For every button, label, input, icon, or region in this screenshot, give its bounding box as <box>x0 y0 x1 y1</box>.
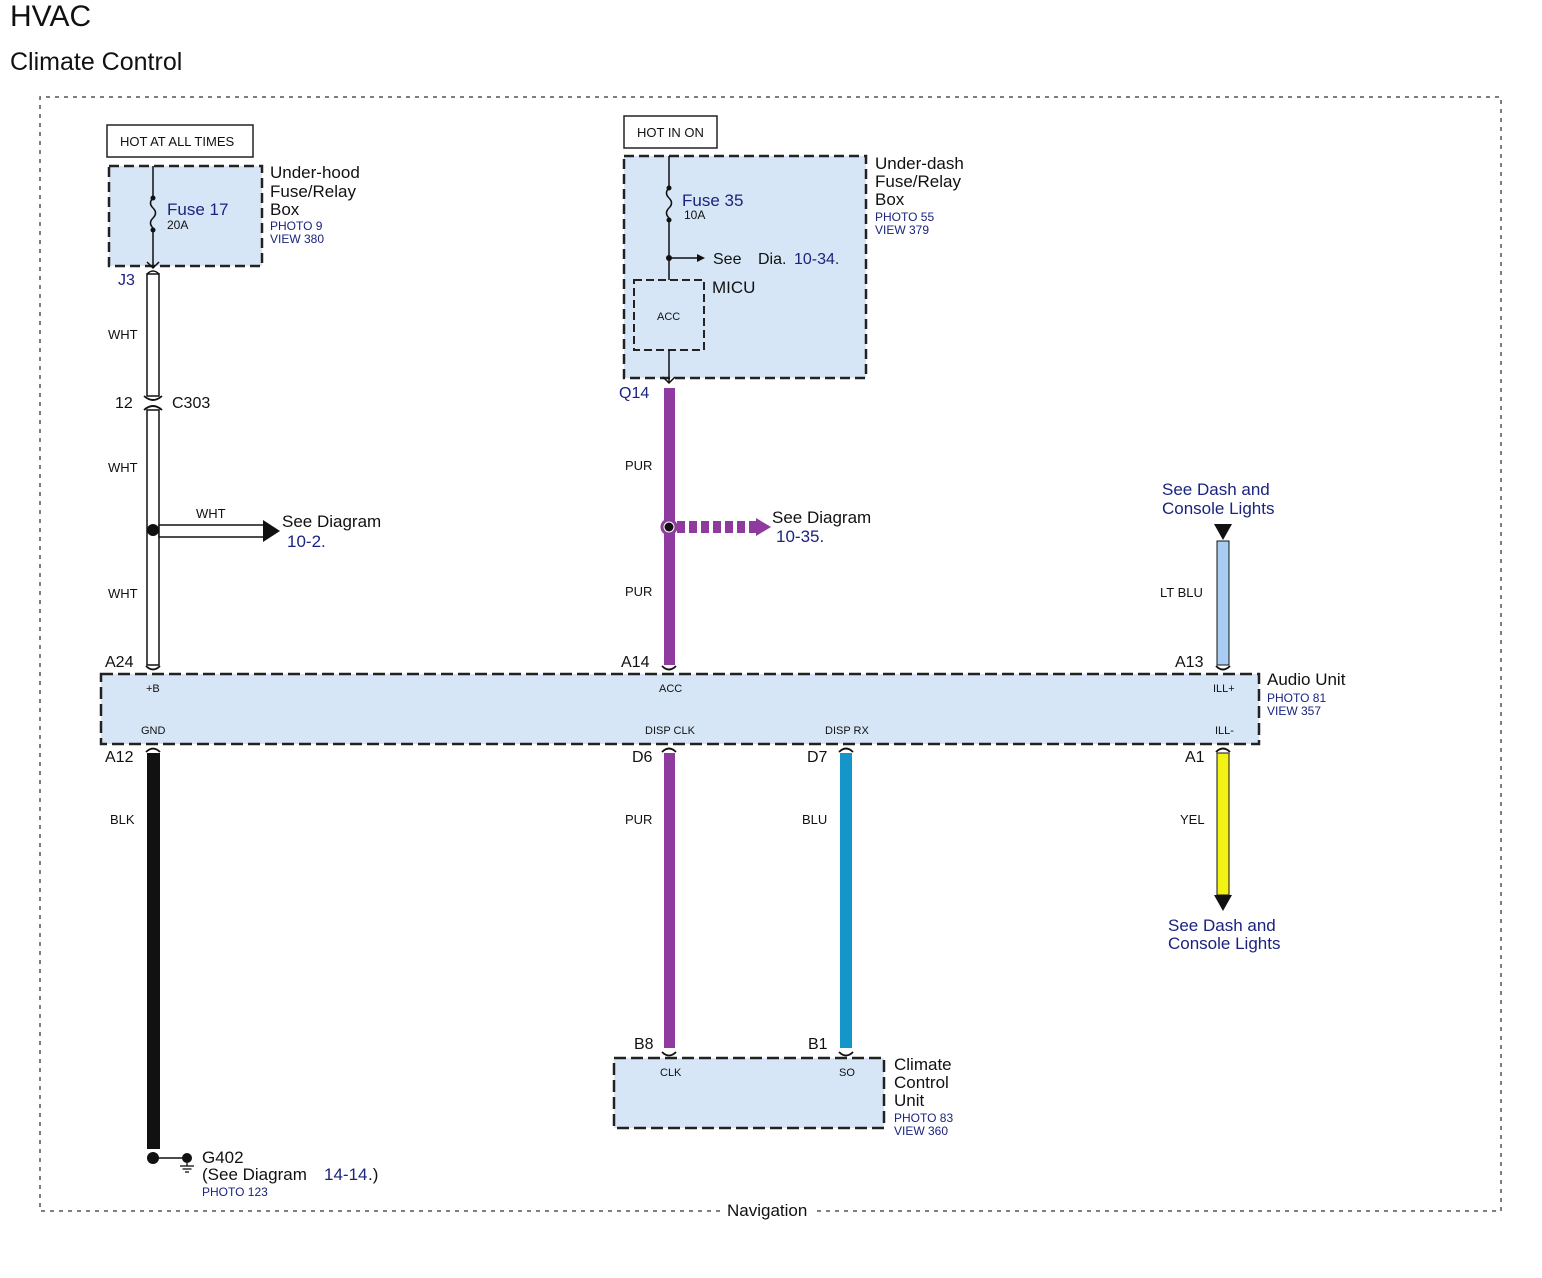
blk-wire <box>147 753 160 1149</box>
climate-name-line-2: Control <box>894 1073 949 1092</box>
terminal-b1: B1 <box>808 1036 828 1053</box>
terminal-a13: A13 <box>1175 654 1204 671</box>
underhood-fuse-box[interactable] <box>107 164 264 268</box>
terminal-q14: Q14 <box>619 385 649 402</box>
pin-b-plus: +B <box>146 683 160 695</box>
terminal-a1: A1 <box>1185 749 1205 766</box>
audio-unit-name: Audio Unit <box>1267 670 1346 689</box>
underhood-view-link[interactable]: VIEW 380 <box>270 232 324 246</box>
climate-control-unit-box[interactable] <box>612 1056 886 1130</box>
ground-see: (See Diagram <box>202 1165 307 1184</box>
pin-disp-rx: DISP RX <box>825 725 869 737</box>
audio-unit-box[interactable] <box>99 672 1261 746</box>
navigation-label: Navigation <box>727 1201 807 1220</box>
audio-unit-photo-link[interactable]: PHOTO 81 <box>1267 691 1326 705</box>
fuse-17-symbol <box>149 197 157 229</box>
see-dia-ref[interactable]: 10-34. <box>794 251 839 268</box>
top-right-ref-line-2[interactable]: Console Lights <box>1162 499 1274 518</box>
underhood-photo-link[interactable]: PHOTO 9 <box>270 219 323 233</box>
wire-label-blk: BLK <box>110 812 135 827</box>
climate-photo-link[interactable]: PHOTO 83 <box>894 1111 953 1125</box>
ground-ref[interactable]: 14-14 <box>324 1165 367 1184</box>
hot-in-on-label: HOT IN ON <box>637 125 704 140</box>
pin-acc: ACC <box>659 683 682 695</box>
yel-wire <box>1216 752 1230 896</box>
wht-wire <box>146 273 160 666</box>
fuse-35-symbol <box>665 187 673 219</box>
ground-name: G402 <box>202 1148 244 1167</box>
wire-label-wht-2: WHT <box>108 460 138 475</box>
wire-label-blu: BLU <box>802 812 827 827</box>
pin-ill-minus: ILL- <box>1215 725 1234 737</box>
underhood-name-line-2: Fuse/Relay <box>270 182 356 201</box>
underdash-name-line-3: Box <box>875 190 905 209</box>
terminal-a24: A24 <box>105 654 134 671</box>
ground-icon <box>180 1163 194 1173</box>
wire-label-wht-3: WHT <box>108 586 138 601</box>
audio-unit-view-link[interactable]: VIEW 357 <box>1267 704 1321 718</box>
splice-left <box>147 524 159 536</box>
pin-so: SO <box>839 1067 855 1079</box>
page-title: HVAC <box>10 0 92 33</box>
pur-wire-lower <box>664 753 675 1048</box>
branch-mid-see: See Diagram <box>772 508 871 527</box>
c303-name: C303 <box>172 395 210 412</box>
underhood-name-line-3: Box <box>270 200 300 219</box>
top-right-ref-line-1[interactable]: See Dash and <box>1162 480 1270 499</box>
see-dia-see: See <box>713 251 742 268</box>
hot-in-on-box <box>623 115 718 149</box>
navigation-boundary <box>39 96 1502 1212</box>
wire-label-pur-1: PUR <box>625 458 652 473</box>
branch-left-ref[interactable]: 10-2. <box>287 532 326 551</box>
wire-label-wht-1: WHT <box>108 327 138 342</box>
page-subtitle: Climate Control <box>10 48 183 76</box>
connector-c303 <box>143 395 163 411</box>
climate-name-line-3: Unit <box>894 1091 925 1110</box>
climate-view-link[interactable]: VIEW 360 <box>894 1124 948 1138</box>
underdash-name-line-2: Fuse/Relay <box>875 172 961 191</box>
c303-pin: 12 <box>115 395 133 412</box>
branch-left-see: See Diagram <box>282 512 381 531</box>
branch-left-wire: WHT <box>196 506 226 521</box>
micu-box <box>633 279 705 351</box>
wire-label-pur-low: PUR <box>625 812 652 827</box>
fuse-35-rating: 10A <box>684 208 705 222</box>
ground-close: .) <box>368 1165 378 1184</box>
terminal-a14: A14 <box>621 654 650 671</box>
ltblu-wire <box>1216 540 1230 666</box>
terminal-b8: B8 <box>634 1036 654 1053</box>
see-dia-dia: Dia. <box>758 251 786 268</box>
underdash-photo-link[interactable]: PHOTO 55 <box>875 210 934 224</box>
wire-label-yel: YEL <box>1180 812 1205 827</box>
micu-label: MICU <box>712 278 755 297</box>
fuse-17-rating: 20A <box>167 218 188 232</box>
climate-name-line-1: Climate <box>894 1055 952 1074</box>
wire-label-pur-2: PUR <box>625 584 652 599</box>
terminal-d7: D7 <box>807 749 828 766</box>
ground-photo-link[interactable]: PHOTO 123 <box>202 1185 268 1199</box>
bottom-right-ref-line-1[interactable]: See Dash and <box>1168 916 1276 935</box>
underhood-name-line-1: Under-hood <box>270 163 360 182</box>
terminal-j3: J3 <box>118 272 135 289</box>
bottom-right-ref-line-2[interactable]: Console Lights <box>1168 934 1280 953</box>
fuse-35-label: Fuse 35 <box>682 191 743 210</box>
fuse-17-label: Fuse 17 <box>167 200 228 219</box>
branch-mid-ref[interactable]: 10-35. <box>776 527 824 546</box>
terminal-d6: D6 <box>632 749 653 766</box>
micu-pin-acc: ACC <box>657 311 680 323</box>
pin-ill-plus: ILL+ <box>1213 683 1235 695</box>
underdash-name-line-1: Under-dash <box>875 154 964 173</box>
pin-disp-clk: DISP CLK <box>645 725 696 737</box>
terminal-a12: A12 <box>105 749 134 766</box>
wire-label-ltblu: LT BLU <box>1160 585 1203 600</box>
hot-at-all-times-box <box>106 124 254 158</box>
pin-gnd: GND <box>141 725 166 737</box>
pin-clk: CLK <box>660 1067 682 1079</box>
blu-wire <box>840 753 852 1048</box>
hot-at-all-times-label: HOT AT ALL TIMES <box>120 134 234 149</box>
underdash-view-link[interactable]: VIEW 379 <box>875 223 929 237</box>
